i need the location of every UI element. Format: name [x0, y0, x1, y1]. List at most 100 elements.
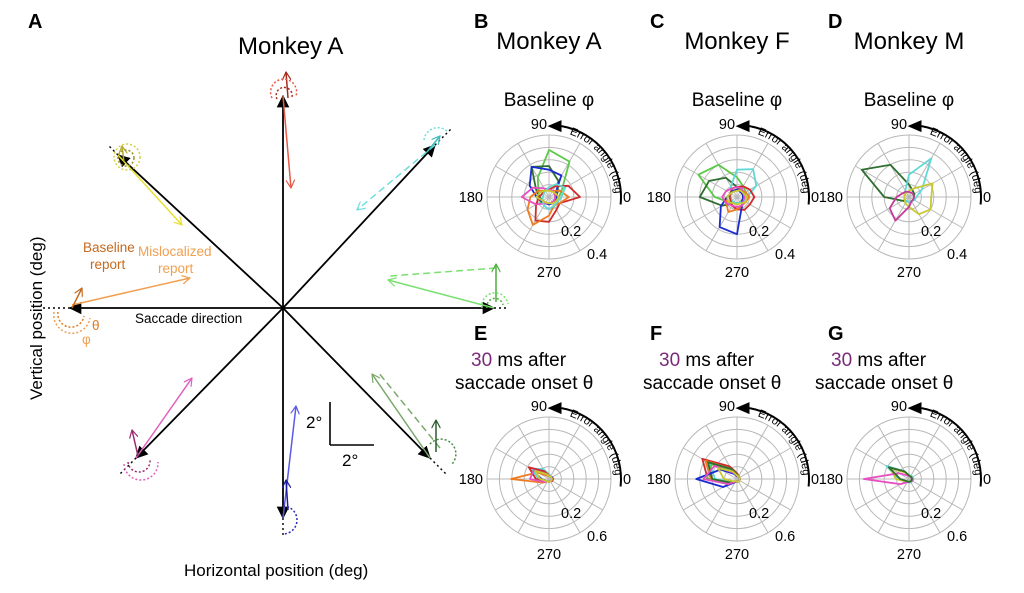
target-upright: [357, 126, 449, 210]
report-arrow-downleft: [135, 378, 192, 459]
error-angle-arrowhead: [547, 120, 562, 133]
panel-c-monkey-title: Monkey F: [684, 28, 789, 55]
polar-series-b-5: [520, 186, 557, 206]
angle-tick-180: 180: [819, 472, 843, 488]
polar-spoke: [877, 478, 910, 533]
phi-label: φ: [82, 332, 91, 347]
polar-spoke: [548, 143, 581, 198]
panel-b-monkey-title: Monkey A: [496, 28, 601, 55]
theta-arc-upleft: [117, 149, 135, 167]
angle-tick-0: 0: [983, 190, 991, 206]
radial-tick-inner: 0.2: [921, 506, 941, 522]
polar-spoke: [548, 478, 603, 511]
angle-tick-90: 90: [719, 399, 735, 415]
polar-spoke: [517, 478, 550, 533]
report-arrow-upleft: [117, 154, 182, 225]
target-upleft: [113, 143, 182, 225]
panel-label-d: D: [828, 11, 842, 33]
error-angle-arc: [921, 125, 982, 205]
polar-series-d-2: [903, 182, 934, 216]
error-angle-arrowhead: [735, 120, 750, 133]
polar-series-b-6: [541, 183, 566, 211]
phi-arc-downright: [429, 438, 457, 465]
panel-g-title-number: 30: [831, 350, 852, 371]
angle-tick-180: 180: [647, 190, 671, 206]
panel-g-title-line1: 30 ms after: [831, 350, 927, 371]
theta-arc-downleft: [127, 459, 151, 473]
panel-label-e: E: [474, 323, 487, 345]
radial-tick-inner: 0.2: [561, 506, 581, 522]
mislocalized-report-label-2: report: [158, 261, 194, 276]
polar-spoke: [855, 165, 910, 198]
panel-a: Monkey A: [27, 33, 509, 580]
error-angle-arc: [921, 407, 982, 487]
polar-spoke: [736, 425, 769, 480]
angle-tick-90: 90: [891, 117, 907, 133]
error-angle-arc: [749, 125, 810, 205]
phi-arc-up: [269, 78, 298, 99]
polar-series-c-3: [728, 185, 756, 211]
polar-spoke: [908, 165, 963, 198]
baseline-arrow-left: [71, 288, 82, 309]
panel-f-title-text: ms after: [680, 350, 755, 371]
error-angle-label-path: Error angle (deg): [0, 0, 984, 476]
saccade-vector-upleft: [117, 154, 284, 309]
report-arrow-downright: [372, 374, 431, 459]
radial-tick-outer: 0.4: [587, 247, 607, 263]
radial-tick-inner: 0.2: [749, 506, 769, 522]
polar-spoke: [736, 478, 791, 511]
radial-tick-outer: 0.4: [775, 247, 795, 263]
polar-spoke: [908, 196, 941, 251]
angle-tick-270: 270: [897, 547, 921, 563]
error-angle-arrowhead: [547, 402, 562, 415]
angle-tick-270: 270: [725, 265, 749, 281]
polar-series-c-6: [721, 186, 746, 208]
error-angle-arc: [749, 407, 810, 487]
polar-spoke: [908, 478, 963, 511]
angle-tick-180: 180: [819, 190, 843, 206]
report-arrow-upright: [357, 144, 436, 210]
target-downleft: [123, 378, 192, 481]
phi-arc-upright: [423, 126, 449, 141]
scale-label-x: 2°: [342, 451, 358, 470]
angle-tick-180: 180: [647, 472, 671, 488]
panel-e-title-line1: 30 ms after: [471, 350, 567, 371]
baseline-arrow-upleft: [122, 146, 124, 163]
saccade-vectors: [68, 94, 496, 520]
panel-f-title-line2: saccade onset θ: [643, 373, 781, 394]
angle-tick-90: 90: [891, 399, 907, 415]
panel-label-a: A: [28, 11, 42, 33]
radial-tick-outer: 0.6: [947, 529, 967, 545]
report-dashed-downright: [377, 371, 441, 449]
polar-spoke: [736, 447, 791, 480]
angle-tick-0: 0: [811, 190, 819, 206]
report-arrow-up: [282, 95, 291, 188]
panel-g-title-text: ms after: [852, 350, 927, 371]
mislocalized-arrow-left: [71, 278, 190, 306]
polar-spoke: [495, 478, 550, 511]
scale-label-y: 2°: [306, 413, 322, 432]
error-angle-arc: [561, 407, 622, 487]
polar-spoke: [908, 196, 963, 229]
radial-tick-inner: 0.2: [749, 224, 769, 240]
mislocalized-report-label-1: Mislocalized: [138, 244, 212, 259]
theta-arc-right: [486, 297, 504, 309]
panel-f-title-line1: 30 ms after: [659, 350, 755, 371]
baseline-arrow-up: [286, 72, 288, 99]
angle-tick-0: 0: [623, 190, 631, 206]
error-angle-label: Error angle (deg): [0, 0, 984, 476]
panel-label-f: F: [650, 323, 662, 345]
panel-b-subtitle: Baseline φ: [504, 90, 594, 111]
polar-spoke: [908, 478, 941, 533]
target-downright: [372, 371, 457, 465]
angle-tick-270: 270: [537, 265, 561, 281]
scale-bar: [329, 402, 374, 446]
radial-tick-outer: 0.6: [587, 529, 607, 545]
y-axis-label: Vertical position (deg): [27, 237, 46, 400]
target-up: [269, 72, 298, 188]
theta-arc-left: [57, 311, 85, 328]
